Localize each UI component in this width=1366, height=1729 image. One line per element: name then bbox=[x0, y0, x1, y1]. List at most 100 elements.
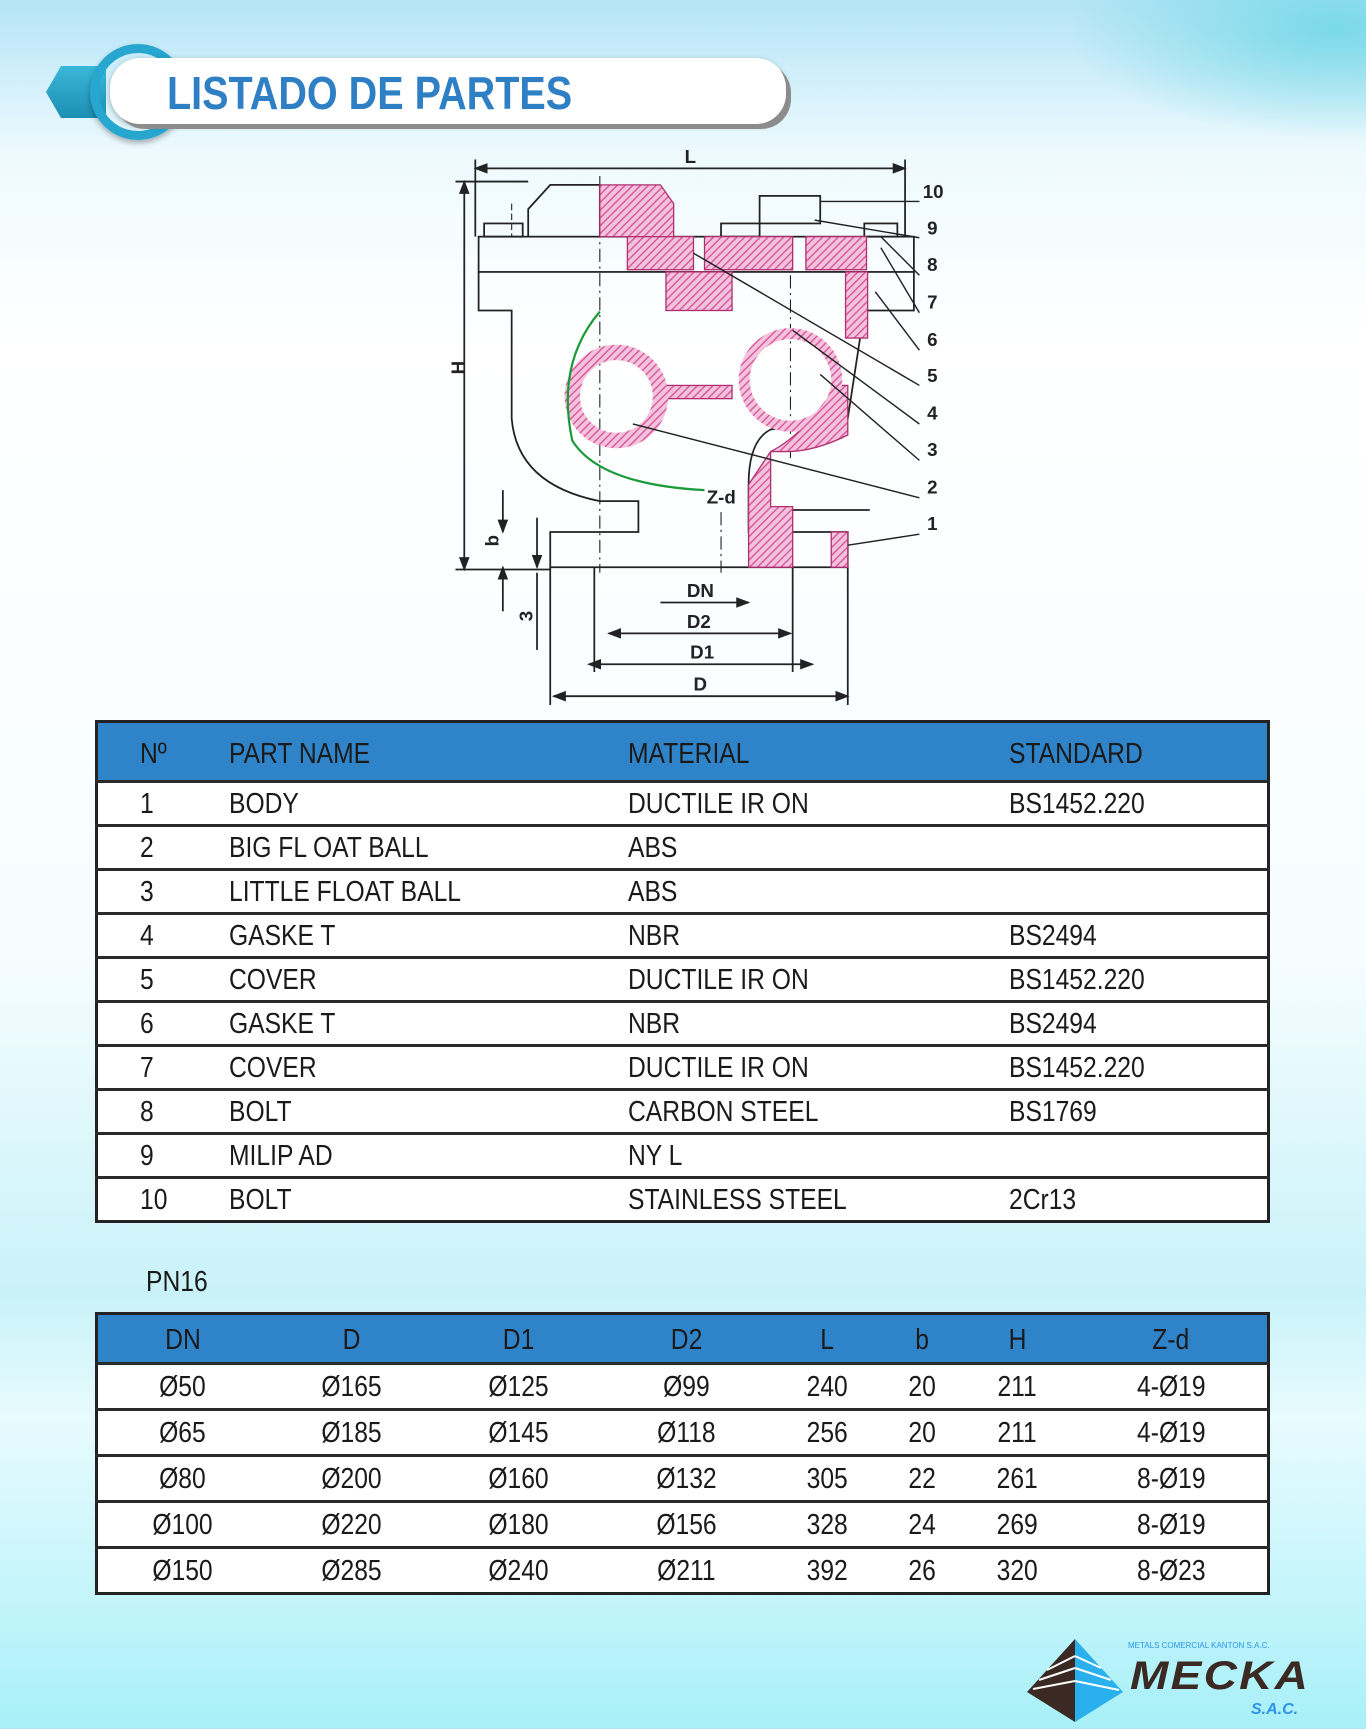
cell-h: 320 bbox=[960, 1546, 1075, 1594]
cell-b: 26 bbox=[884, 1546, 961, 1594]
cell-d2: Ø118 bbox=[602, 1408, 770, 1456]
cell-text: NBR bbox=[627, 1008, 680, 1041]
cell-part-name: GASKE T bbox=[228, 912, 628, 958]
cell-z-d: 8-Ø19 bbox=[1074, 1454, 1269, 1502]
cell-text: 261 bbox=[996, 1463, 1039, 1496]
cell-d1: Ø145 bbox=[435, 1408, 603, 1456]
cell-number: 7 bbox=[96, 1044, 229, 1090]
cell-material: DUCTILE IR ON bbox=[627, 1044, 1009, 1090]
cell-h: 211 bbox=[960, 1362, 1075, 1410]
cell-material: NY L bbox=[627, 1132, 1009, 1178]
cell-number: 6 bbox=[96, 1000, 229, 1046]
cell-text: Ø65 bbox=[159, 1417, 207, 1450]
cell-text: Ø118 bbox=[657, 1417, 716, 1450]
cell-h: 211 bbox=[960, 1408, 1075, 1456]
label-D2: D2 bbox=[687, 611, 711, 632]
cell-text: LITTLE FLOAT BALL bbox=[228, 876, 461, 909]
cell-text: GASKE T bbox=[228, 920, 335, 953]
cell-text: Ø220 bbox=[321, 1509, 382, 1542]
cell-d2: Ø132 bbox=[602, 1454, 770, 1502]
cell-l: 256 bbox=[769, 1408, 885, 1456]
cell-text: 305 bbox=[806, 1463, 848, 1496]
callout-10: 10 bbox=[923, 181, 944, 202]
cell-text: MILIP AD bbox=[228, 1140, 333, 1173]
cell-text: 256 bbox=[806, 1417, 848, 1450]
cell-text: 22 bbox=[908, 1463, 937, 1496]
col-header-material: MATERIAL bbox=[627, 737, 749, 770]
cell-part-name: MILIP AD bbox=[228, 1132, 628, 1178]
callout-6: 6 bbox=[927, 329, 937, 350]
col-header-z-d: Z-d bbox=[1074, 1313, 1269, 1364]
cell-l: 240 bbox=[769, 1362, 885, 1410]
cell-number: 10 bbox=[96, 1176, 229, 1222]
cell-l: 305 bbox=[769, 1454, 885, 1502]
cell-text: H bbox=[1008, 1323, 1027, 1356]
cell-material: DUCTILE IR ON bbox=[627, 780, 1009, 826]
company-logo: METALS COMERCIAL KANTON S.A.C. MECKA S.A… bbox=[1025, 1634, 1325, 1724]
cell-text: BODY bbox=[228, 788, 299, 821]
cell-b: 20 bbox=[884, 1408, 961, 1456]
cell-dn: Ø150 bbox=[96, 1546, 268, 1594]
cell-text: Ø125 bbox=[488, 1371, 549, 1404]
callout-7: 7 bbox=[927, 291, 937, 312]
cell-text: 10 bbox=[140, 1184, 168, 1217]
cell-text: Ø150 bbox=[152, 1555, 213, 1588]
cell-h: 269 bbox=[960, 1500, 1075, 1548]
cell-standard: BS2494 bbox=[1008, 912, 1269, 958]
cell-text: COVER bbox=[228, 1052, 317, 1085]
cell-text: 20 bbox=[908, 1371, 937, 1404]
cover-part-hatch bbox=[599, 184, 675, 238]
col-header-standard: STANDARD bbox=[1008, 737, 1143, 770]
cell-standard: 2Cr13 bbox=[1008, 1176, 1269, 1222]
cell-text: 1 bbox=[140, 788, 154, 821]
cell-h: 261 bbox=[960, 1454, 1075, 1502]
label-D: D bbox=[693, 674, 707, 695]
parts-table: Nº PART NAME MATERIAL STANDARD 1 BODY DUCT… bbox=[95, 720, 1270, 1223]
cell-text: BS1452.220 bbox=[1008, 964, 1145, 997]
cell-text: STAINLESS STEEL bbox=[627, 1184, 847, 1217]
cell-d: Ø285 bbox=[267, 1546, 436, 1594]
col-header-l: L bbox=[769, 1313, 885, 1364]
cell-text: BOLT bbox=[228, 1184, 292, 1217]
cell-text: 24 bbox=[908, 1509, 937, 1542]
cell-number: 9 bbox=[96, 1132, 229, 1178]
cell-d1: Ø125 bbox=[435, 1362, 603, 1410]
cell-standard bbox=[1008, 868, 1269, 914]
cell-text: 8-Ø19 bbox=[1136, 1463, 1206, 1496]
cell-text: 392 bbox=[806, 1555, 848, 1588]
cell-number: 2 bbox=[96, 824, 229, 870]
cell-b: 20 bbox=[884, 1362, 961, 1410]
cell-text: COVER bbox=[228, 964, 317, 997]
cell-text: NY L bbox=[627, 1140, 682, 1173]
cell-standard: BS1452.220 bbox=[1008, 1044, 1269, 1090]
cell-text: Ø211 bbox=[657, 1555, 716, 1588]
cell-dn: Ø80 bbox=[96, 1454, 268, 1502]
cell-part-name: GASKE T bbox=[228, 1000, 628, 1046]
cell-dn: Ø65 bbox=[96, 1408, 268, 1456]
cell-text: Ø80 bbox=[159, 1463, 207, 1496]
cell-text: 240 bbox=[806, 1371, 848, 1404]
table-header-row: Nº PART NAME MATERIAL STANDARD bbox=[96, 721, 1269, 782]
cell-text: BS1452.220 bbox=[1008, 788, 1145, 821]
cell-dn: Ø100 bbox=[96, 1500, 268, 1548]
cell-text: Ø50 bbox=[159, 1371, 207, 1404]
cell-text: 2Cr13 bbox=[1008, 1184, 1076, 1217]
callout-1: 1 bbox=[927, 513, 937, 534]
cell-text: BOLT bbox=[228, 1096, 292, 1129]
cell-text: Ø285 bbox=[321, 1555, 382, 1588]
col-header-b: b bbox=[884, 1313, 961, 1364]
cell-d2: Ø99 bbox=[602, 1362, 770, 1410]
cell-l: 328 bbox=[769, 1500, 885, 1548]
cell-z-d: 8-Ø19 bbox=[1074, 1500, 1269, 1548]
cell-text: ABS bbox=[627, 832, 677, 865]
col-header-part-name: PART NAME bbox=[228, 737, 370, 770]
callout-4: 4 bbox=[927, 403, 938, 424]
